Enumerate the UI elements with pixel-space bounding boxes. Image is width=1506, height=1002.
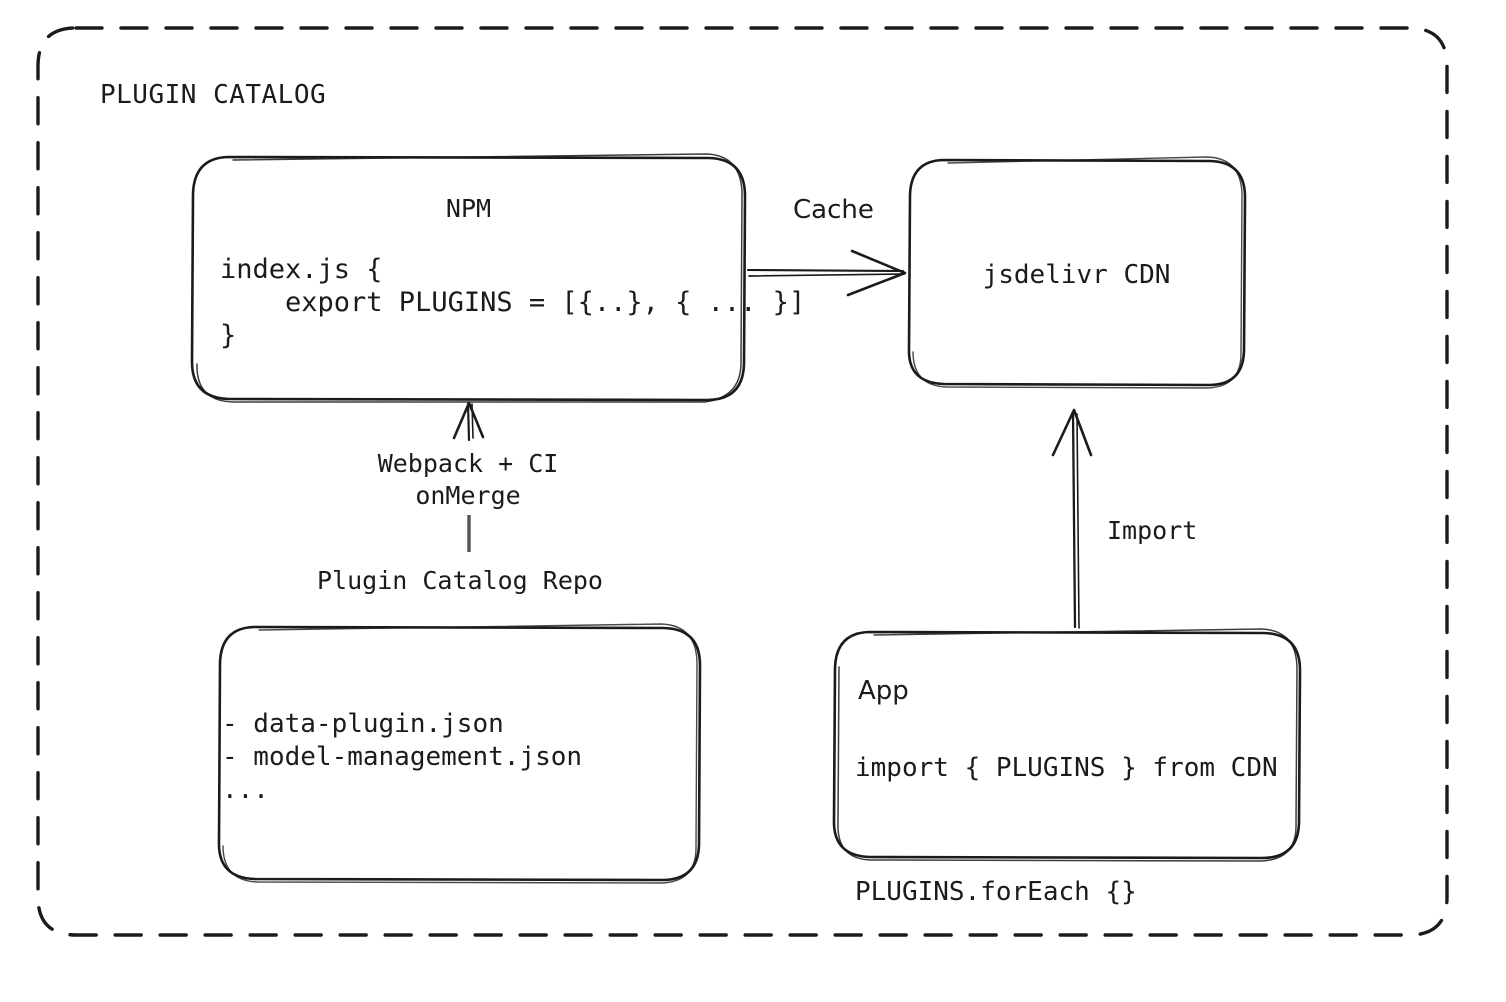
app-node-code: import { PLUGINS } from CDN PLUGINS.forE…	[855, 753, 1278, 907]
repo-node-code: - data-plugin.json - model-management.js…	[222, 709, 583, 805]
cache-edge-label: Cache	[793, 195, 874, 225]
npm-node-code: index.js { export PLUGINS = [{..}, { ...…	[220, 254, 806, 351]
cdn-node-title: jsdelivr CDN	[982, 260, 1171, 290]
build-edge-label: Webpack + CI onMerge	[377, 449, 559, 510]
import-edge-label: Import	[1107, 516, 1198, 545]
app-node-title: App	[858, 676, 909, 706]
npm-node-title: NPM	[445, 194, 492, 223]
import-arrow	[1051, 408, 1093, 629]
repo-node-caption: Plugin Catalog Repo	[317, 566, 603, 595]
frame-title: PLUGIN CATALOG	[100, 80, 327, 110]
